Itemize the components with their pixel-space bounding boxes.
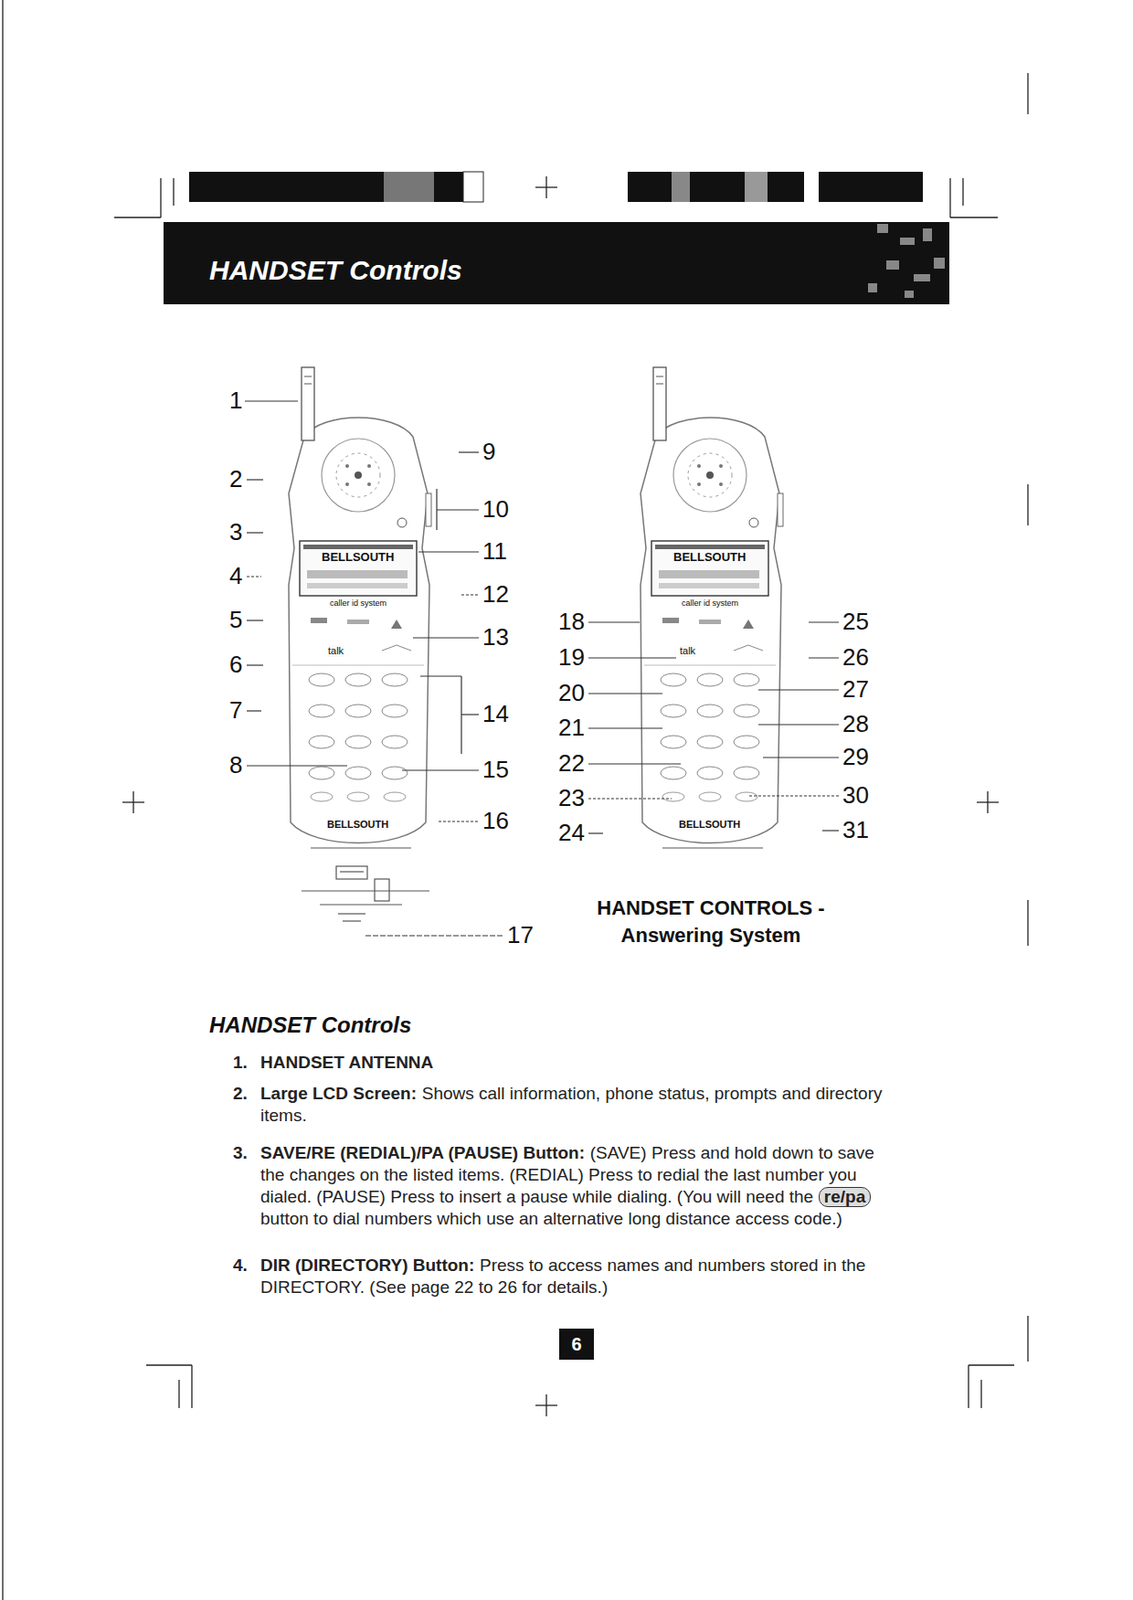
callout-number: 22 [558, 750, 585, 778]
callout-number: 16 [482, 807, 509, 836]
item-text: SAVE/RE (REDIAL)/PA (PAUSE) Button:(SAVE… [232, 1142, 889, 1230]
handset-marking: caller id system [680, 598, 740, 608]
callout-number: 3 [229, 518, 243, 547]
handset-marking: BELLSOUTH [326, 818, 390, 831]
handset-marking: BELLSOUTH [320, 550, 395, 565]
page-number: 6 [571, 1334, 582, 1356]
callout-number: 29 [842, 743, 869, 772]
item-text: HANDSET ANTENNA [232, 1051, 889, 1074]
callout-number: 9 [482, 438, 496, 466]
callout-number: 12 [482, 581, 509, 609]
callout-number: 25 [842, 608, 869, 636]
callout-number: 11 [482, 538, 508, 566]
callout-number: 28 [842, 710, 869, 739]
decor-bar [627, 171, 923, 202]
crop-marks [2, 0, 1028, 1600]
item-heading: Large LCD Screen: [260, 1083, 417, 1103]
callout-number: 14 [482, 700, 509, 729]
callout-number: 17 [507, 921, 534, 950]
item-heading: HANDSET ANTENNA [260, 1052, 434, 1072]
list-item: 2.Large LCD Screen:Shows call informatio… [232, 1082, 889, 1127]
page-title: HANDSET Controls [209, 254, 463, 287]
callout-number: 10 [482, 496, 509, 524]
callout-number: 2 [229, 465, 243, 494]
list-item: 1. HANDSET ANTENNA [232, 1051, 889, 1074]
callout-number: 15 [482, 756, 509, 784]
list-item: 4.DIR (DIRECTORY) Button:Press to access… [232, 1254, 889, 1299]
callout-number: 26 [842, 644, 869, 672]
handset-marking: BELLSOUTH [677, 818, 742, 831]
decor-bar [189, 171, 464, 202]
cradle-drawing [301, 866, 430, 922]
item-body: button to dial numbers which use an alte… [260, 1208, 843, 1229]
callout-number: 1 [229, 387, 243, 415]
item-number: 2. [232, 1082, 248, 1105]
item-number: 3. [232, 1142, 248, 1165]
callout-number: 19 [558, 644, 585, 672]
section-heading: HANDSET Controls [209, 1012, 412, 1038]
callout-number: 8 [229, 751, 243, 780]
list-item: 3.SAVE/RE (REDIAL)/PA (PAUSE) Button:(SA… [232, 1142, 889, 1230]
callout-number: 13 [482, 624, 509, 652]
callout-number: 18 [558, 608, 585, 636]
handset-marking: BELLSOUTH [672, 550, 747, 565]
callout-number: 6 [229, 651, 243, 679]
callout-number: 31 [842, 816, 869, 845]
item-text: DIR (DIRECTORY) Button:Press to access n… [232, 1254, 889, 1299]
handset-marking: talk [678, 645, 697, 657]
callout-number: 4 [229, 562, 243, 591]
button-icon: re/pa [818, 1186, 871, 1208]
callout-number: 20 [558, 679, 585, 708]
page-number-box: 6 [559, 1328, 594, 1360]
callout-number: 23 [558, 784, 585, 813]
callout-number: 5 [229, 606, 243, 635]
handset-marking: caller id system [328, 598, 388, 608]
callout-number: 21 [558, 714, 585, 742]
noise-patch [868, 223, 945, 298]
item-heading: DIR (DIRECTORY) Button: [260, 1255, 475, 1275]
leader-lines [244, 401, 839, 936]
callout-number: 30 [842, 782, 869, 810]
handset-marking: talk [327, 645, 345, 657]
header-band [163, 222, 950, 305]
item-text: Large LCD Screen:Shows call information,… [232, 1082, 889, 1127]
figure-caption: HANDSET CONTROLS - Answering System [573, 894, 848, 950]
callout-number: 7 [229, 697, 243, 725]
item-heading: SAVE/RE (REDIAL)/PA (PAUSE) Button: [260, 1143, 585, 1163]
item-number: 4. [232, 1254, 248, 1277]
callout-number: 27 [842, 676, 869, 704]
item-number: 1. [232, 1051, 248, 1074]
callout-number: 24 [558, 819, 585, 848]
